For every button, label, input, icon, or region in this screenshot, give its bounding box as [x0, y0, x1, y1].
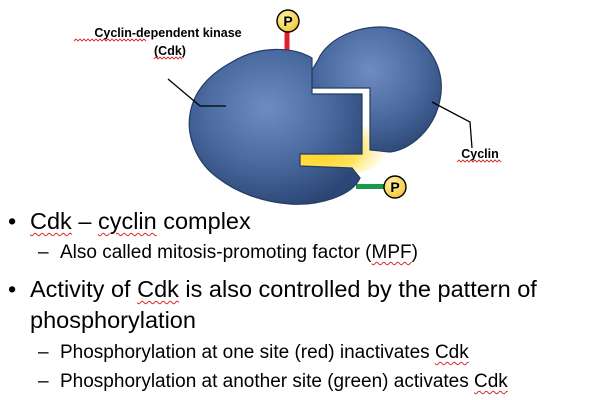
- bullet-text: Activity of Cdk is also controlled by th…: [30, 276, 537, 302]
- cyclin-label: Cyclin: [461, 147, 499, 161]
- cdk-abbrev-squiggle: [153, 56, 183, 60]
- svg-text:P: P: [390, 179, 399, 195]
- activating-site-stick: [356, 184, 384, 189]
- spellcheck-word: Cdk: [30, 208, 72, 234]
- cyclin-protein: [311, 26, 442, 153]
- cyclin-label-squiggle: [456, 159, 502, 163]
- inhibitory-site-stick: [284, 30, 290, 62]
- spellcheck-word: Cdk: [137, 276, 179, 302]
- sub-bullet-text: Also called mitosis-promoting factor (MP…: [60, 242, 418, 263]
- cyclin-pointer-line: [431, 101, 473, 149]
- phosphate-inhibitory: P: [276, 9, 300, 33]
- sub-bullet-marker: –: [38, 342, 49, 363]
- sub-bullet-text: Phosphorylation at one site (red) inacti…: [60, 342, 469, 363]
- svg-text:P: P: [283, 13, 292, 29]
- spellcheck-word: Cdk: [434, 342, 469, 363]
- bullet-marker: •: [8, 276, 17, 302]
- bullet-text: Cdk – cyclin complex: [30, 208, 251, 234]
- cdk-pointer-line: [167, 78, 226, 107]
- sub-bullet-marker: –: [38, 371, 49, 392]
- phosphate-activating: P: [383, 175, 407, 199]
- spellcheck-word: cyclin: [97, 208, 157, 234]
- sub-bullet-text: Phosphorylation at another site (green) …: [60, 371, 508, 392]
- cdk-protein: [188, 48, 363, 205]
- cdk-label-line2: (Cdk): [154, 44, 186, 58]
- sub-bullet-marker: –: [38, 242, 49, 263]
- cdk-label-squiggle: [73, 38, 147, 42]
- bullet-text: phosphorylation: [30, 307, 196, 333]
- cdk-label-line1: Cyclin-dependent kinase: [94, 26, 241, 40]
- spellcheck-word: MPF: [371, 242, 412, 263]
- spellcheck-word: Cdk: [474, 371, 508, 392]
- cdk-cyclin-diagram: P P Cyclin-dependent kinase (Cdk) Cyclin: [73, 9, 502, 205]
- bullet-marker: •: [8, 208, 17, 234]
